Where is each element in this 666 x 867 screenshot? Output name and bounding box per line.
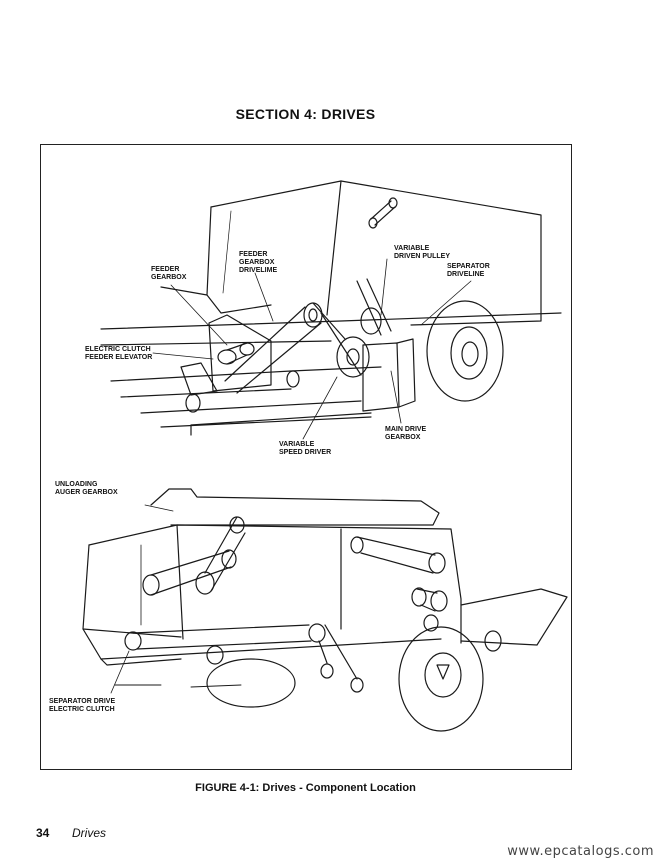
callout-variable-driven-pulley: VARIABLE DRIVEN PULLEY bbox=[394, 245, 451, 260]
drives-illustration bbox=[82, 180, 568, 732]
lower-machine-drawing bbox=[82, 488, 568, 732]
page-number: 34 bbox=[36, 826, 50, 840]
upper-leader-lines bbox=[152, 258, 472, 440]
callout-electric-clutch-feeder-elevator: ELECTRIC CLUTCH FEEDER ELEVATOR bbox=[85, 346, 153, 361]
callout-feeder-gearbox: FEEDER GEARBOX bbox=[151, 266, 187, 281]
callout-variable-speed-driver: VARIABLE SPEED DRIVER bbox=[279, 441, 332, 456]
section-title: SECTION 4: DRIVES bbox=[235, 106, 376, 122]
upper-machine-drawing bbox=[100, 180, 562, 436]
callout-main-drive-gearbox: MAIN DRIVE GEARBOX bbox=[385, 426, 427, 441]
running-head: Drives bbox=[72, 826, 107, 840]
callout-feeder-gearbox-driveline: FEEDER GEARBOX DRIVELIME bbox=[239, 251, 278, 274]
callout-separator-drive-electric-clutch: SEPARATOR DRIVE ELECTRIC CLUTCH bbox=[49, 698, 116, 713]
figure-caption: FIGURE 4-1: Drives - Component Location bbox=[195, 782, 416, 794]
callout-separator-driveline: SEPARATOR DRIVELINE bbox=[447, 263, 490, 278]
watermark: www.epcatalogs.com bbox=[507, 844, 654, 859]
figure-frame: FEEDER GEARBOX FEEDER GEARBOX DRIVELIME … bbox=[40, 144, 572, 770]
lower-leader-lines bbox=[110, 504, 174, 694]
callout-unloading-auger-gearbox: UNLOADING AUGER GEARBOX bbox=[55, 481, 118, 496]
